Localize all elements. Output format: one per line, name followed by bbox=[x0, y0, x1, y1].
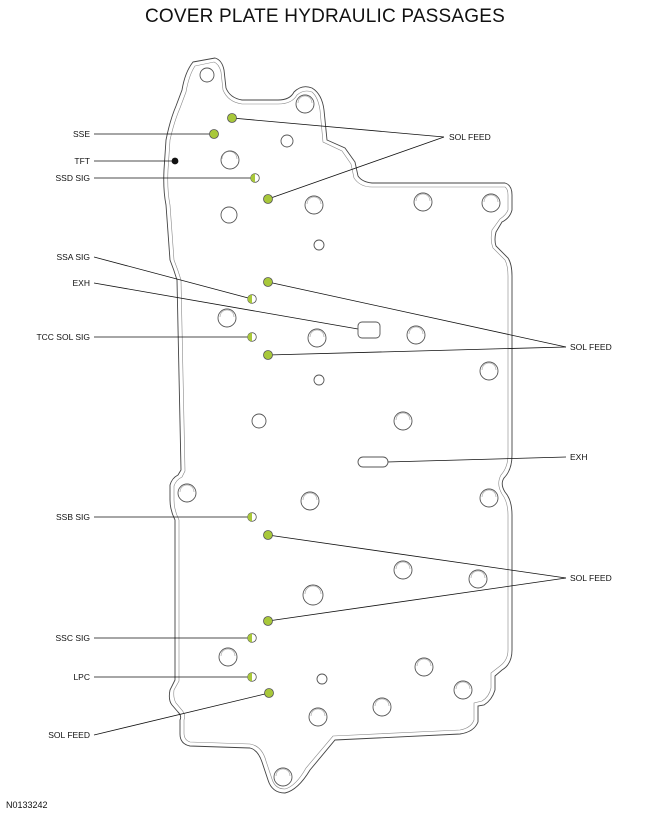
hole bbox=[372, 697, 392, 717]
leader-exh-right bbox=[386, 456, 567, 463]
label-ssa-sig: SSA SIG bbox=[56, 252, 90, 262]
hole bbox=[220, 206, 238, 224]
label-sse: SSE bbox=[73, 129, 90, 139]
label-exh-right: EXH bbox=[570, 452, 587, 462]
label-sol-feed-2: SOL FEED bbox=[570, 342, 612, 352]
hole bbox=[406, 325, 426, 345]
sol-feed-port bbox=[263, 350, 273, 360]
hole bbox=[218, 647, 238, 667]
lpc-port bbox=[247, 672, 257, 682]
hole bbox=[308, 707, 328, 727]
leader-sol-feed-1a bbox=[231, 117, 445, 138]
hole bbox=[307, 328, 327, 348]
ssd-sig-port bbox=[250, 173, 260, 183]
hole bbox=[300, 491, 320, 511]
hole bbox=[479, 488, 499, 508]
hole bbox=[468, 569, 488, 589]
sse-port bbox=[209, 129, 219, 139]
label-ssd-sig: SSD SIG bbox=[56, 173, 90, 183]
tcc-sol-sig-port bbox=[247, 332, 257, 342]
label-sol-feed-3: SOL FEED bbox=[570, 573, 612, 583]
label-ssb-sig: SSB SIG bbox=[56, 512, 90, 522]
label-sol-feed-1: SOL FEED bbox=[449, 132, 491, 142]
left-labels: SSE TFT SSD SIG SSA SIG EXH TCC SOL SIG … bbox=[36, 129, 90, 740]
leader-lines bbox=[93, 117, 567, 736]
hole bbox=[177, 483, 197, 503]
leader-sol-feed-3b bbox=[267, 577, 567, 622]
sol-feed-port bbox=[227, 113, 237, 123]
hole bbox=[413, 192, 433, 212]
hole bbox=[313, 374, 325, 386]
hole bbox=[393, 411, 413, 431]
diagram-title: COVER PLATE HYDRAULIC PASSAGES bbox=[144, 6, 506, 27]
hole bbox=[414, 657, 434, 677]
sol-feed-port bbox=[263, 194, 273, 204]
hole bbox=[479, 361, 499, 381]
leader-exh-left bbox=[93, 282, 359, 330]
plate-holes bbox=[177, 67, 501, 787]
sol-feed-port bbox=[263, 530, 273, 540]
label-tcc-sol-sig: TCC SOL SIG bbox=[36, 332, 90, 342]
figure-id: N0133242 bbox=[6, 800, 48, 810]
hole bbox=[273, 767, 293, 787]
tft-dot bbox=[171, 157, 179, 165]
leader-sol-feed-2b bbox=[267, 346, 567, 356]
hole bbox=[393, 560, 413, 580]
hole bbox=[302, 584, 324, 606]
hole bbox=[280, 134, 294, 148]
sol-feed-port bbox=[263, 616, 273, 626]
right-labels: SOL FEED SOL FEED EXH SOL FEED bbox=[449, 132, 612, 583]
sol-feed-ports bbox=[209, 113, 274, 698]
hole bbox=[481, 193, 501, 213]
hole bbox=[316, 673, 328, 685]
leader-sol-feed-2a bbox=[267, 281, 567, 348]
label-exh-left: EXH bbox=[73, 278, 90, 288]
hole bbox=[251, 413, 267, 429]
sol-feed-port bbox=[264, 688, 274, 698]
cover-plate-inner-outline bbox=[167, 61, 509, 790]
hole bbox=[199, 67, 215, 83]
leader-sol-feed-3a bbox=[267, 534, 567, 579]
cover-plate-outline bbox=[163, 57, 513, 794]
hole bbox=[220, 150, 240, 170]
exh-slot-right bbox=[357, 456, 389, 468]
hole bbox=[453, 680, 473, 700]
exh-slot-left bbox=[357, 321, 381, 339]
leader-sol-feed-1b bbox=[267, 136, 445, 200]
hole bbox=[304, 195, 324, 215]
label-sol-feed-bottom: SOL FEED bbox=[48, 730, 90, 740]
label-ssc-sig: SSC SIG bbox=[56, 633, 90, 643]
signal-ports bbox=[247, 173, 260, 682]
ssa-sig-port bbox=[247, 294, 257, 304]
leader-ssa-sig bbox=[93, 256, 253, 300]
leader-sol-feed-bottom bbox=[93, 692, 270, 736]
ssc-sig-port bbox=[247, 633, 257, 643]
ssb-sig-port bbox=[247, 512, 257, 522]
hole bbox=[313, 239, 325, 251]
hole bbox=[217, 308, 237, 328]
label-tft: TFT bbox=[74, 156, 90, 166]
hole bbox=[295, 94, 315, 114]
sol-feed-port bbox=[263, 277, 273, 287]
label-lpc: LPC bbox=[73, 672, 90, 682]
hole-shading bbox=[179, 95, 499, 777]
